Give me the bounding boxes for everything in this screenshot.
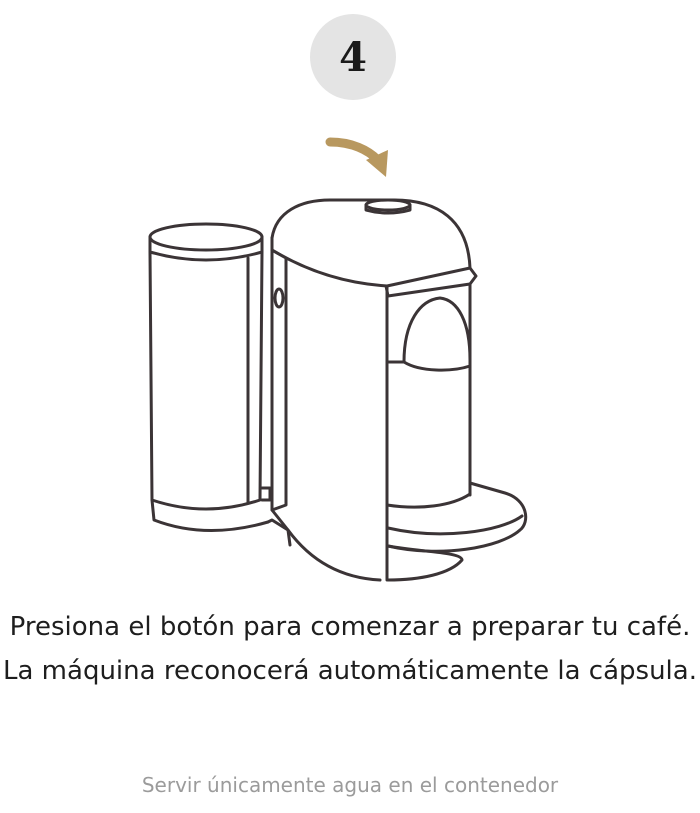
step-badge: 4 <box>310 14 396 100</box>
machine-body <box>270 198 528 582</box>
instruction-line-2: La máquina reconocerá automáticamente la… <box>3 656 697 686</box>
step-number: 4 <box>339 34 367 81</box>
footnote: Servir únicamente agua en el contenedor <box>141 773 559 797</box>
instruction-line-1: Presiona el botón para comenzar a prepar… <box>9 612 691 642</box>
water-tank <box>148 222 270 533</box>
coffee-machine-illustration <box>148 137 528 582</box>
curved-arrow-icon <box>325 137 388 177</box>
